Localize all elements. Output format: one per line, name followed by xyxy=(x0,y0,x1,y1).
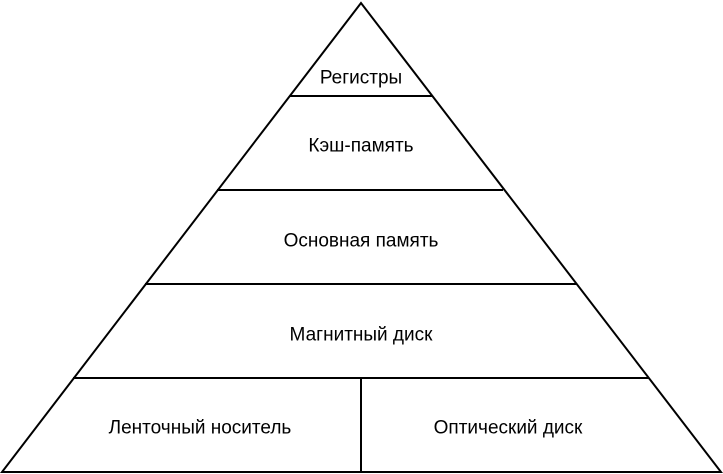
level-main-memory: Основная память xyxy=(284,231,439,252)
level-tape-storage: Ленточный носитель xyxy=(109,418,292,439)
level-cache-memory: Кэш-память xyxy=(308,136,413,157)
level-magnetic-disk: Магнитный диск xyxy=(290,325,434,346)
level-registers: Регистры xyxy=(320,68,402,89)
level-optical-disk: Оптический диск xyxy=(434,418,583,439)
